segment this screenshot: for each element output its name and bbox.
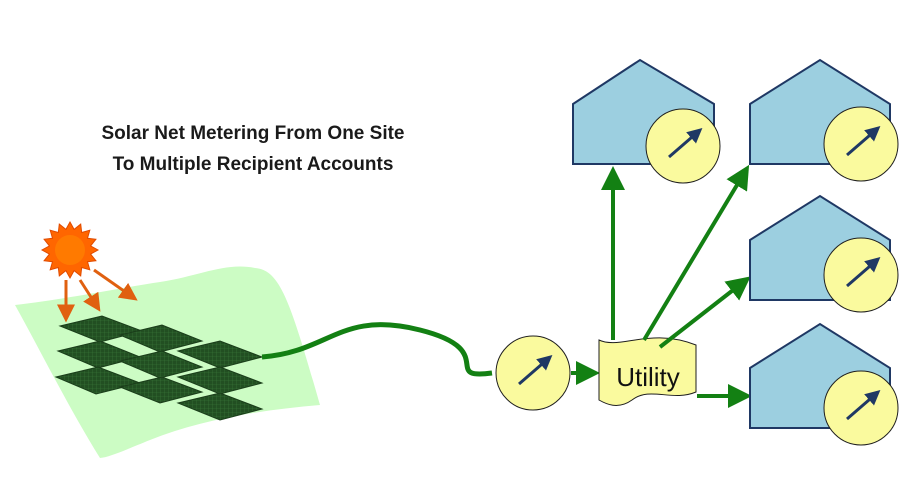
generation-wire — [261, 322, 493, 377]
solar-panel-icon — [176, 366, 264, 395]
recipient-house-1 — [572, 58, 721, 184]
meter-needle — [846, 257, 881, 288]
recipient-house-3 — [749, 194, 899, 313]
recipient-house-4 — [749, 322, 899, 446]
title-line-2: To Multiple Recipient Accounts — [113, 154, 394, 175]
meter-needle — [518, 355, 553, 386]
site-meter — [495, 335, 571, 411]
solar-panel-icon — [118, 324, 204, 353]
meter-needle — [668, 128, 703, 159]
title-line-1: Solar Net Metering From One Site — [102, 123, 405, 144]
utility-banner-icon: Utility — [598, 337, 697, 406]
meter-needle — [846, 126, 881, 157]
recipient-house-2 — [749, 58, 899, 182]
solar-panel-icon — [118, 376, 204, 404]
distribution-arrows — [601, 164, 752, 408]
diagram-title: Solar Net Metering From One Site To Mult… — [102, 123, 405, 175]
sun-icon — [40, 220, 100, 280]
sunlight-arrow — [93, 268, 138, 301]
solar-panel-icon — [118, 350, 204, 379]
utility-label: Utility — [616, 362, 680, 392]
sunlight-arrow — [78, 279, 101, 312]
credit-arrow-house-3 — [658, 276, 751, 349]
credit-arrow-house-2 — [642, 164, 750, 342]
solar-panel-icon — [176, 392, 264, 421]
sunlight-arrows — [57, 268, 138, 323]
meter-needle — [846, 390, 881, 421]
